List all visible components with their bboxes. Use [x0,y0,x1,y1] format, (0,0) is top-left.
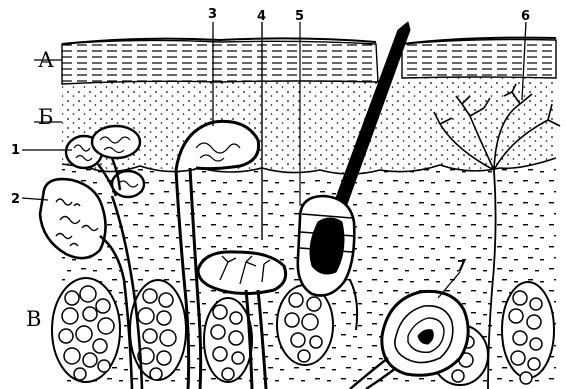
epidermis-germinal-layer [62,77,556,174]
fat-lobule-left [52,278,120,382]
callout-2: 2 [11,192,20,207]
fat-lobule-3 [204,298,252,382]
layer-label-b: Б [38,105,53,129]
callout-7: 7 [457,259,466,274]
callout-3: 3 [208,7,217,22]
layer-label-a: А [38,48,54,72]
layer-label-v: В [26,307,41,331]
callout-4: 4 [257,9,266,24]
callout-1: 1 [11,143,20,158]
fat-lobule-4 [277,285,333,365]
callout-6: 6 [521,9,530,24]
callout-5: 5 [295,9,304,24]
